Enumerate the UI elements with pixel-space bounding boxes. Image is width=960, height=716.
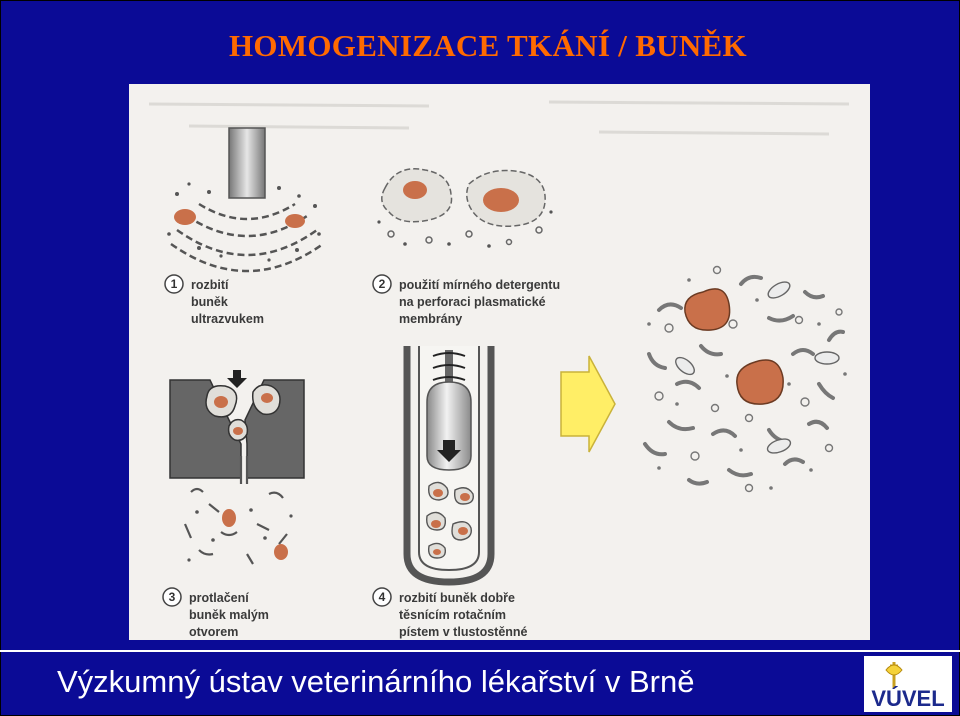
step3-line3: otvorem bbox=[189, 625, 238, 639]
institution-name: Výzkumný ústav veterinárního lékařství v… bbox=[57, 664, 695, 699]
step2-line2: na perforaci plasmatické bbox=[399, 295, 546, 309]
vuvel-logo-graphic: VÚVEL bbox=[864, 656, 952, 712]
step1-line3: ultrazvukem bbox=[191, 312, 264, 326]
step2-number: 2 bbox=[379, 277, 386, 291]
result-arrow bbox=[560, 355, 616, 453]
step4-line1: rozbití buněk dobře bbox=[399, 591, 515, 605]
mitochondria bbox=[675, 281, 840, 454]
homogenizer-tube bbox=[403, 346, 495, 586]
diagram-canvas: 1 rozbití buněk ultrazvukem 2 použití mí… bbox=[148, 100, 850, 639]
press-block-left bbox=[169, 379, 242, 479]
piston-rod bbox=[445, 350, 453, 384]
step3-number: 3 bbox=[169, 590, 176, 604]
step1-number: 1 bbox=[171, 277, 178, 291]
nucleus bbox=[285, 214, 305, 228]
footer-divider bbox=[0, 650, 960, 652]
piston-head bbox=[426, 381, 472, 471]
step1-label: 1 rozbití buněk ultrazvukem bbox=[164, 274, 264, 326]
step1-ultrasound-illustration bbox=[167, 127, 324, 273]
slide-title: HOMOGENIZACE TKÁNÍ / BUNĚK bbox=[229, 28, 747, 63]
step4-label: 4 rozbití buněk dobře těsnícím rotačním … bbox=[372, 587, 528, 639]
bleed-through-lines bbox=[148, 100, 850, 136]
step2-detergent-illustration bbox=[377, 168, 553, 248]
vesicles bbox=[654, 265, 843, 493]
step2-label: 2 použití mírného detergentu na perforac… bbox=[372, 274, 560, 326]
step3-press-illustration bbox=[169, 370, 305, 565]
homogenate-illustration bbox=[643, 265, 847, 493]
free-nucleus bbox=[684, 288, 731, 331]
ultrasound-probe bbox=[228, 127, 266, 199]
step4-line2: těsnícím rotačním bbox=[399, 608, 506, 622]
logo-text: VÚVEL bbox=[871, 686, 944, 711]
piston-down-arrow bbox=[437, 440, 461, 462]
small-particles bbox=[647, 278, 847, 490]
free-nucleus bbox=[736, 359, 784, 405]
step3-line2: buněk malým bbox=[189, 608, 269, 622]
step4-line3: pístem v tlustostěnné bbox=[399, 625, 528, 639]
homogenization-diagram: 1 rozbití buněk ultrazvukem 2 použití mí… bbox=[129, 84, 870, 640]
vuvel-logo: VÚVEL bbox=[864, 656, 952, 712]
step2-line1: použití mírného detergentu bbox=[399, 278, 560, 292]
step2-line3: membrány bbox=[399, 312, 462, 326]
step4-number: 4 bbox=[379, 590, 386, 604]
step3-label: 3 protlačení buněk malým otvorem bbox=[162, 587, 269, 639]
step4-homogenizer-illustration bbox=[403, 346, 495, 586]
step1-line2: buněk bbox=[191, 295, 228, 309]
nucleus bbox=[174, 209, 196, 225]
press-down-arrow bbox=[227, 370, 247, 388]
rotation-arrows bbox=[432, 352, 466, 381]
debris-dots bbox=[167, 182, 321, 262]
step1-line1: rozbití bbox=[191, 278, 229, 292]
step3-line1: protlačení bbox=[189, 591, 249, 605]
